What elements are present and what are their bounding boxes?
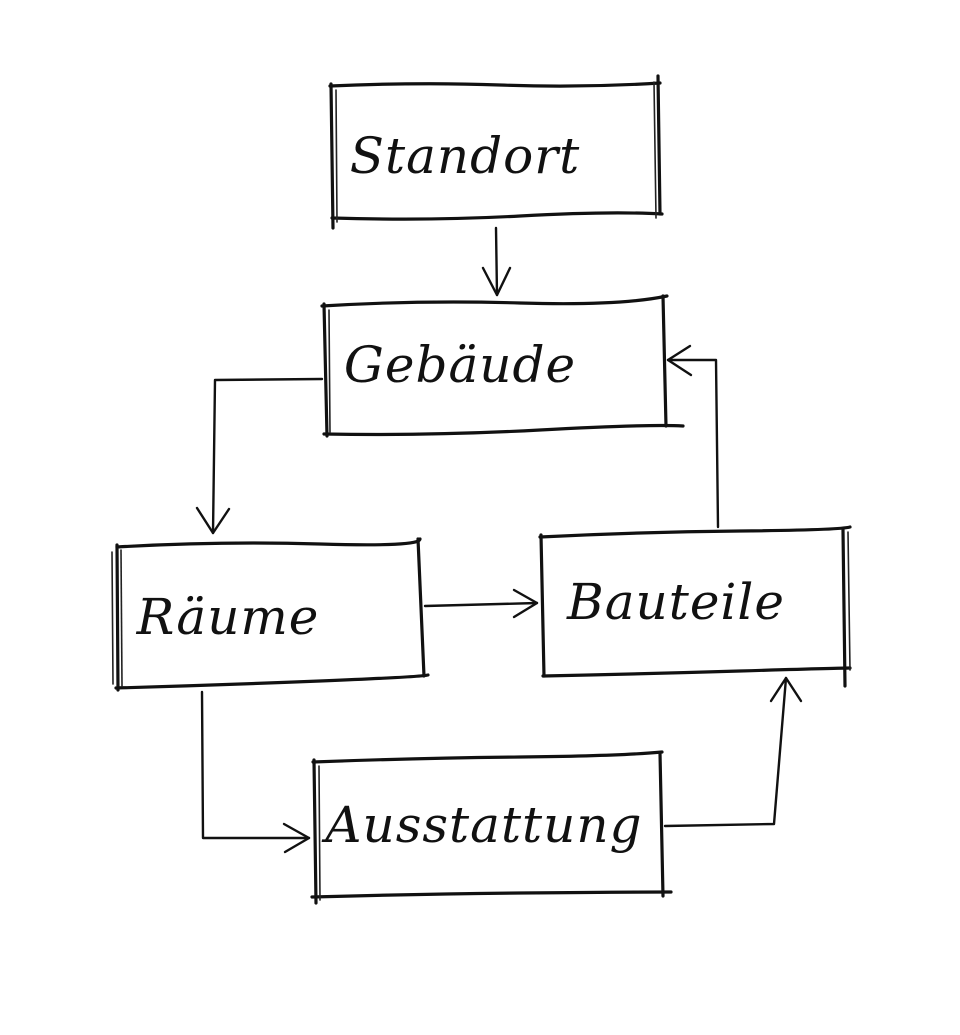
node-raeume: Räume bbox=[111, 537, 430, 692]
node-label-gebaeude: Gebäude bbox=[344, 336, 576, 394]
edge-raeume-ausstattung bbox=[200, 690, 311, 854]
node-label-raeume: Räume bbox=[136, 588, 320, 646]
edge-ausstattung-bauteile bbox=[663, 676, 803, 828]
node-label-ausstattung: Ausstattung bbox=[321, 796, 642, 854]
edge-raeume-bauteile bbox=[423, 588, 539, 619]
node-label-bauteile: Bauteile bbox=[566, 573, 785, 631]
edge-bauteile-gebaeude bbox=[666, 344, 720, 529]
edge-standort-gebaeude bbox=[481, 226, 512, 297]
node-ausstattung: Ausstattung bbox=[310, 750, 673, 905]
node-gebaeude: Gebäude bbox=[320, 294, 685, 438]
node-bauteile: Bauteile bbox=[538, 525, 852, 688]
edge-gebaeude-raeume bbox=[195, 377, 324, 535]
node-standort: Standort bbox=[328, 74, 664, 230]
node-label-standort: Standort bbox=[350, 127, 580, 185]
